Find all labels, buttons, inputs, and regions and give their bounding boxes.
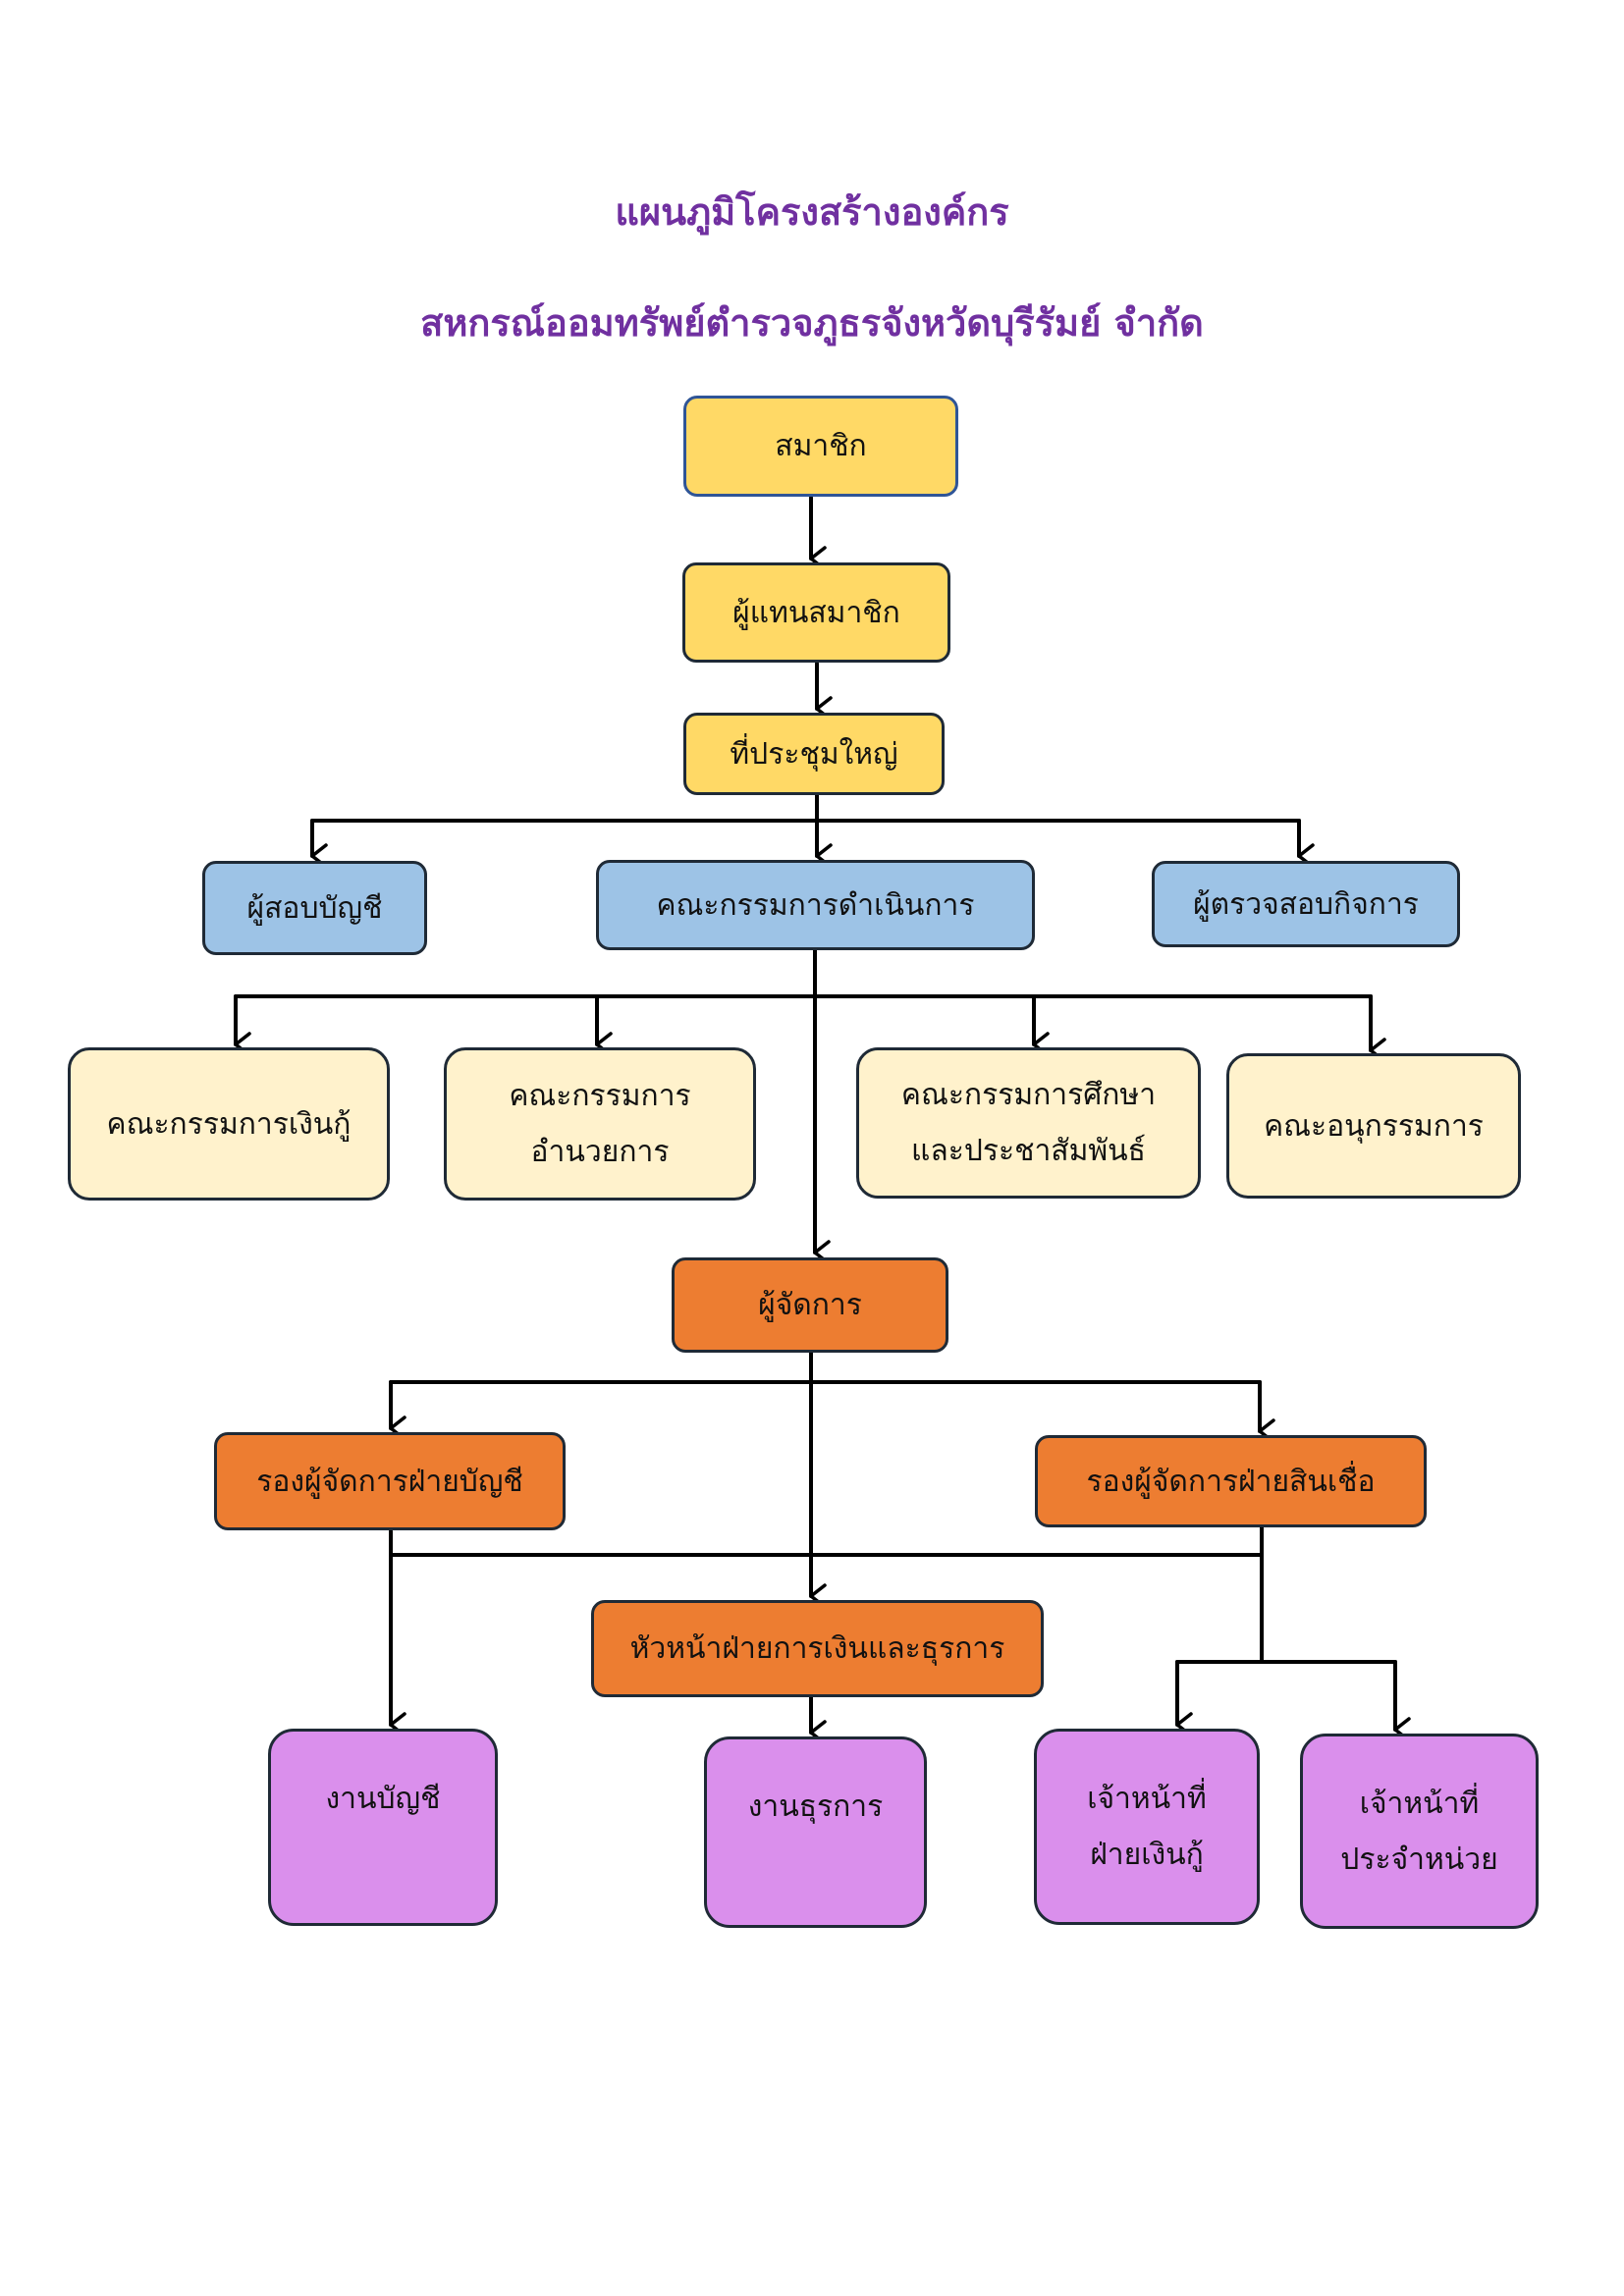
deputy-accounting-box: รองผู้จัดการฝ่ายบัญชี — [214, 1432, 566, 1530]
admin-committee-line1: คณะกรรมการ — [509, 1079, 691, 1113]
subcommittee-label: คณะอนุกรรมการ — [1264, 1108, 1484, 1144]
members-label: สมาชิก — [775, 429, 867, 463]
admin-committee-box: คณะกรรมการ อำนวยการ — [444, 1047, 756, 1201]
general-meeting-box: ที่ประชุมใหญ่ — [683, 713, 945, 795]
admin-work-box: งานธุรการ — [704, 1736, 927, 1928]
head-finance-label: หัวหน้าฝ่ายการเงินและธุรการ — [629, 1631, 1005, 1666]
education-committee-box: คณะกรรมการศึกษา และประชาสัมพันธ์ — [856, 1047, 1201, 1199]
unit-officer-box: เจ้าหน้าที่ ประจำหน่วย — [1300, 1734, 1539, 1929]
board-box: คณะกรรมการดำเนินการ — [596, 860, 1035, 950]
general-meeting-label: ที่ประชุมใหญ่ — [730, 736, 898, 772]
education-committee-line1: คณะกรรมการศึกษา — [900, 1078, 1157, 1112]
auditor-box: ผู้สอบบัญชี — [202, 861, 427, 955]
loan-committee-label: คณะกรรมการเงินกู้ — [106, 1106, 352, 1142]
manager-box: ผู้จัดการ — [672, 1257, 948, 1353]
accounting-work-box: งานบัญชี — [268, 1729, 498, 1926]
unit-officer-line2: ประจำหน่วย — [1340, 1842, 1498, 1877]
head-finance-box: หัวหน้าฝ่ายการเงินและธุรการ — [591, 1600, 1044, 1697]
education-committee-line2: และประชาสัมพันธ์ — [911, 1134, 1146, 1168]
deputy-accounting-label: รองผู้จัดการฝ่ายบัญชี — [256, 1464, 523, 1499]
chart-title: แผนภูมิโครงสร้างองค์กร — [615, 190, 1009, 234]
auditor-label: ผู้สอบบัญชี — [246, 890, 383, 926]
inspector-label: ผู้ตรวจสอบกิจการ — [1193, 886, 1419, 922]
members-box: สมาชิก — [683, 396, 958, 497]
loan-officer-line2: ฝ่ายเงินกู้ — [1090, 1838, 1204, 1872]
member-reps-label: ผู้แทนสมาชิก — [732, 595, 900, 630]
admin-work-label: งานธุรการ — [747, 1789, 884, 1824]
accounting-work-label: งานบัญชี — [325, 1782, 441, 1816]
loan-officer-line1: เจ้าหน้าที่ — [1087, 1782, 1207, 1816]
organization-name: สหกรณ์ออมทรัพย์ตำรวจภูธรจังหวัดบุรีรัมย์… — [420, 301, 1204, 345]
deputy-credit-label: รองผู้จัดการฝ่ายสินเชื่อ — [1086, 1464, 1376, 1499]
unit-officer-line1: เจ้าหน้าที่ — [1359, 1786, 1480, 1821]
deputy-credit-box: รองผู้จัดการฝ่ายสินเชื่อ — [1035, 1435, 1427, 1527]
loan-officer-box: เจ้าหน้าที่ ฝ่ายเงินกู้ — [1034, 1729, 1260, 1925]
admin-committee-line2: อำนวยการ — [530, 1135, 670, 1169]
inspector-box: ผู้ตรวจสอบกิจการ — [1152, 861, 1460, 947]
board-label: คณะกรรมการดำเนินการ — [656, 887, 975, 923]
subcommittee-box: คณะอนุกรรมการ — [1226, 1053, 1521, 1199]
loan-committee-box: คณะกรรมการเงินกู้ — [68, 1047, 390, 1201]
member-reps-box: ผู้แทนสมาชิก — [682, 562, 950, 663]
manager-label: ผู้จัดการ — [758, 1288, 862, 1322]
